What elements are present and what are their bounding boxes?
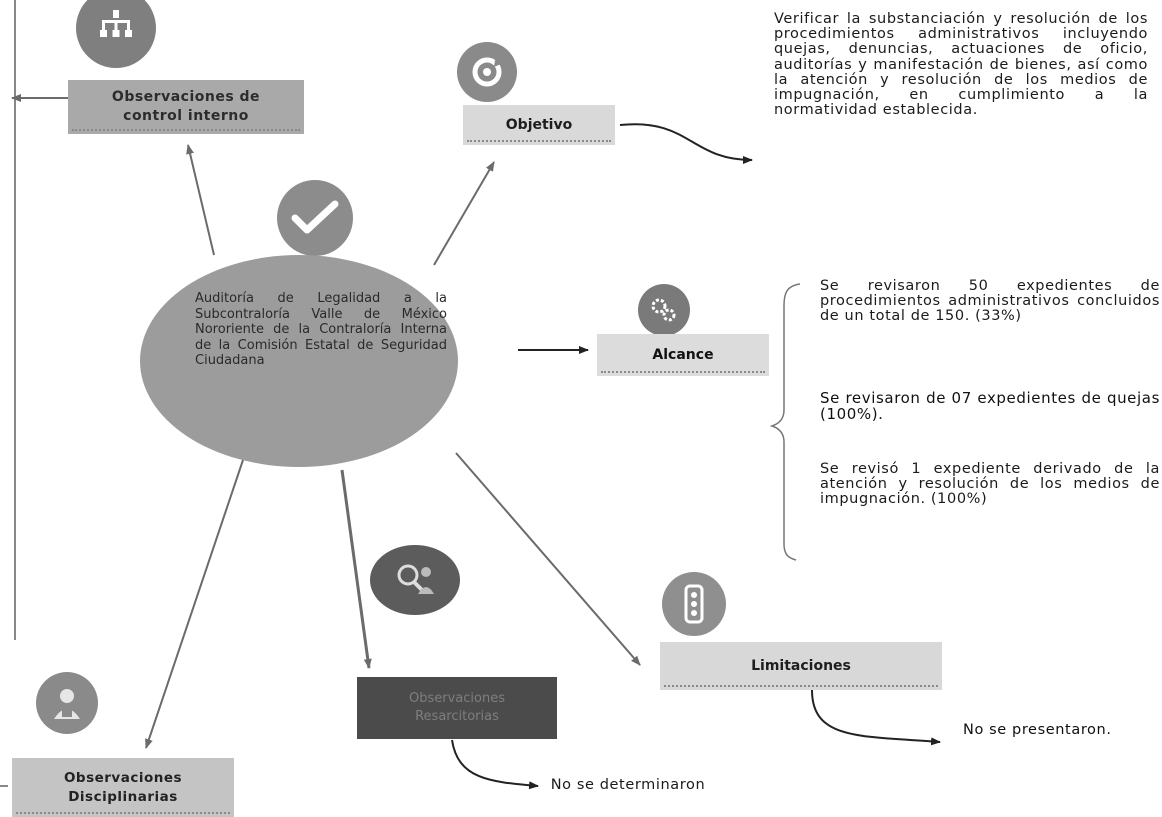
checkmark-icon — [277, 180, 353, 256]
limitaciones-result: No se presentaron. — [963, 722, 1112, 738]
node-limitaciones: Limitaciones — [660, 642, 942, 690]
arrow-center-objetivo — [433, 161, 495, 266]
objetivo-description: Verificar la substanciación y resolución… — [774, 11, 1148, 119]
node-alcance-label: Alcance — [652, 346, 714, 363]
center-ellipse — [140, 255, 458, 467]
node-control-interno-label: Observaciones de control interno — [111, 89, 261, 124]
arrow-center-disciplinarias — [145, 459, 244, 749]
alcance-item-2: Se revisaron de 07 expedientes de quejas… — [820, 389, 1160, 423]
arrow-resarcitorias-result — [451, 739, 539, 790]
node-disciplinarias-label: Observaciones Disciplinarias — [63, 770, 183, 805]
org-chart-icon — [76, 0, 156, 68]
node-limitaciones-label: Limitaciones — [751, 657, 851, 674]
node-objetivo: Objetivo — [463, 105, 615, 145]
node-disciplinarias: Observaciones Disciplinarias — [12, 758, 234, 817]
arrow-center-resarcitorias — [340, 469, 372, 669]
node-alcance: Alcance — [597, 334, 769, 376]
magnifier-person-icon — [370, 545, 460, 615]
arrow-limitaciones-result — [811, 689, 941, 746]
center-audit-title: Auditoría de Legalidad a la Subcontralor… — [195, 291, 447, 369]
arrow-objetivo-desc — [619, 123, 753, 164]
resarcitorias-result: No se determinaron — [550, 777, 706, 793]
traffic-light-icon — [662, 572, 726, 636]
node-resarcitorias-label: Observaciones Resarcitorias — [409, 691, 505, 724]
arrow-center-control — [186, 144, 215, 256]
node-control-interno: Observaciones de control interno — [68, 80, 304, 134]
alcance-item-3: Se revisó 1 expediente derivado de la at… — [820, 461, 1160, 508]
alcance-bracket — [769, 283, 801, 561]
alcance-item-1: Se revisaron 50 expedientes de procedimi… — [820, 278, 1160, 325]
gears-icon — [638, 284, 690, 336]
arrow-center-limitaciones — [455, 452, 641, 666]
refresh-icon — [457, 42, 517, 102]
person-icon — [36, 672, 98, 734]
node-resarcitorias: Observaciones Resarcitorias — [357, 677, 557, 739]
node-objetivo-label: Objetivo — [505, 116, 573, 133]
